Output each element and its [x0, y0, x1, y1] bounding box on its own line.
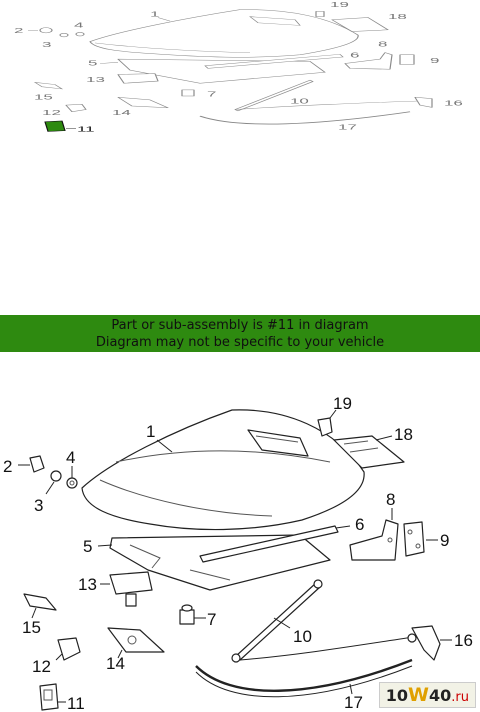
nozzle-part-19 — [317, 417, 333, 437]
plate-part-14 — [117, 97, 169, 109]
site-watermark-logo: 10W40.ru — [378, 682, 476, 708]
hood-part — [89, 9, 359, 58]
callout-8: 8 — [386, 490, 395, 509]
cable-part-17 — [195, 658, 413, 692]
callout-6: 6 — [355, 515, 364, 534]
plate-part-9 — [403, 521, 425, 557]
bumper-part-2 — [39, 27, 53, 34]
leader-1 — [156, 439, 173, 453]
latch-part-13 — [117, 73, 159, 84]
callout-9: 9 — [440, 531, 449, 550]
bumper-part-7 — [179, 609, 195, 625]
bumper-part-2 — [29, 455, 45, 473]
callout-11: 11 — [77, 125, 95, 134]
callout-14: 14 — [112, 108, 131, 117]
callout-12: 12 — [32, 657, 51, 676]
top-parts-diagram: 1 2 3 4 5 6 7 8 9 10 11 12 13 14 15 16 1… — [14, 0, 463, 134]
latch-part-13 — [109, 571, 153, 595]
callout-13: 13 — [78, 575, 97, 594]
callout-4: 4 — [66, 448, 75, 467]
callout-15: 15 — [34, 93, 53, 102]
strut-part-10 — [235, 582, 321, 661]
bracket-part-12 — [57, 637, 81, 661]
washer-part-4 — [75, 32, 85, 37]
banner-line-2: Diagram may not be specific to your vehi… — [95, 335, 385, 350]
callout-17: 17 — [338, 123, 357, 132]
cable-part-16 — [234, 100, 426, 110]
callout-1: 1 — [150, 10, 159, 19]
callout-2: 2 — [14, 26, 23, 35]
bracket-part-15 — [23, 593, 57, 611]
callout-9: 9 — [430, 56, 439, 65]
callout-19: 19 — [333, 394, 352, 413]
plate-part-9 — [399, 54, 415, 65]
callout-2: 2 — [3, 457, 12, 476]
clip-part-3 — [50, 470, 62, 482]
cable-part-17 — [199, 111, 411, 125]
cable-part-16 — [239, 635, 421, 661]
callout-18: 18 — [394, 425, 413, 444]
bracket-part-12 — [65, 104, 87, 113]
notice-banner: Part or sub-assembly is #11 in diagram D… — [0, 315, 480, 352]
callout-13: 13 — [86, 75, 105, 84]
callout-16: 16 — [444, 99, 463, 108]
release-handle-16 — [411, 625, 441, 661]
latch-part-11-highlighted — [44, 120, 66, 132]
nozzle-part-19 — [315, 11, 325, 17]
strut-part-10 — [234, 79, 314, 112]
clip-part-3 — [59, 33, 69, 38]
callout-5: 5 — [88, 59, 97, 68]
hinge-part-8 — [349, 519, 399, 561]
callout-7: 7 — [207, 90, 216, 99]
callout-4: 4 — [74, 21, 83, 30]
hinge-part-8 — [344, 52, 393, 70]
seal-part-6 — [204, 54, 344, 69]
callout-18: 18 — [388, 12, 407, 21]
seal-part-6 — [199, 525, 339, 563]
callout-5: 5 — [83, 537, 92, 556]
callout-7: 7 — [207, 610, 216, 629]
callout-15: 15 — [22, 618, 41, 637]
callout-3: 3 — [34, 496, 43, 515]
cover-part-18 — [331, 17, 389, 32]
leader-1 — [157, 17, 171, 22]
callout-3: 3 — [42, 40, 51, 49]
callout-10: 10 — [290, 97, 309, 106]
callout-16: 16 — [454, 631, 473, 650]
callout-6: 6 — [350, 51, 359, 60]
callout-1: 1 — [146, 422, 155, 441]
bracket-part-15 — [33, 82, 64, 90]
bottom-parts-diagram: 1 2 3 4 5 6 7 8 9 10 11 12 — [3, 394, 473, 712]
callout-17: 17 — [344, 693, 363, 712]
callout-8: 8 — [378, 40, 387, 49]
bumper-part-7 — [181, 89, 195, 97]
release-handle-16 — [414, 97, 433, 108]
callout-14: 14 — [106, 654, 125, 673]
callout-10: 10 — [293, 627, 312, 646]
banner-line-1: Part or sub-assembly is #11 in diagram — [111, 318, 369, 333]
callout-19: 19 — [330, 0, 349, 9]
callout-11: 11 — [67, 694, 85, 712]
cover-part-18 — [333, 435, 405, 469]
callout-12: 12 — [42, 108, 61, 117]
hood-part — [81, 409, 365, 531]
